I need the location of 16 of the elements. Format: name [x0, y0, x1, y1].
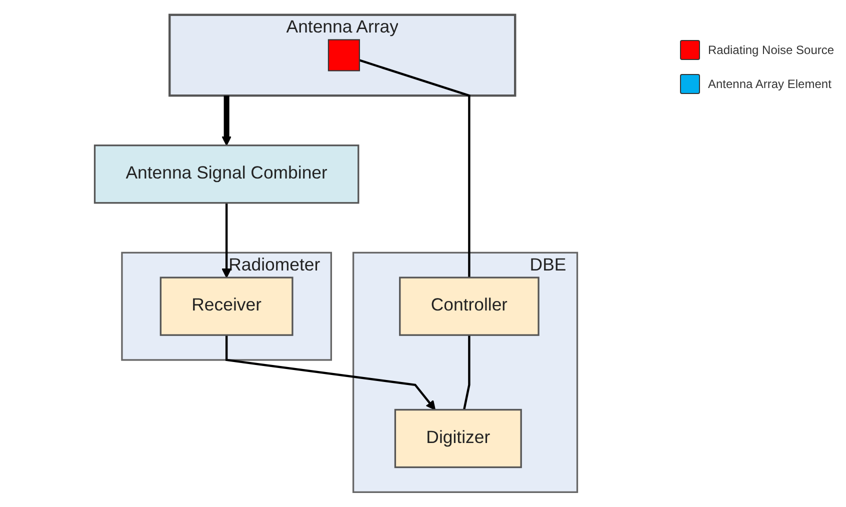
arrow [225, 335, 436, 410]
legend-label: Antenna Array Element [708, 76, 832, 92]
group-title: DBE [530, 256, 566, 275]
process-box: Controller [399, 276, 540, 336]
group-title: Radiometer [228, 256, 320, 275]
arrow [222, 96, 232, 146]
process-box: Antenna Signal Combiner [94, 144, 360, 204]
group-title: Antenna Array [286, 18, 398, 37]
connector-line [463, 335, 470, 410]
antenna-array-panel [168, 14, 516, 97]
process-box: Receiver [160, 276, 294, 336]
legend-label: Radiating Noise Source [708, 42, 834, 58]
arrow [222, 202, 232, 278]
process-box: Digitizer [394, 408, 522, 468]
noise-source-square [328, 39, 360, 72]
connector-line [359, 59, 470, 278]
